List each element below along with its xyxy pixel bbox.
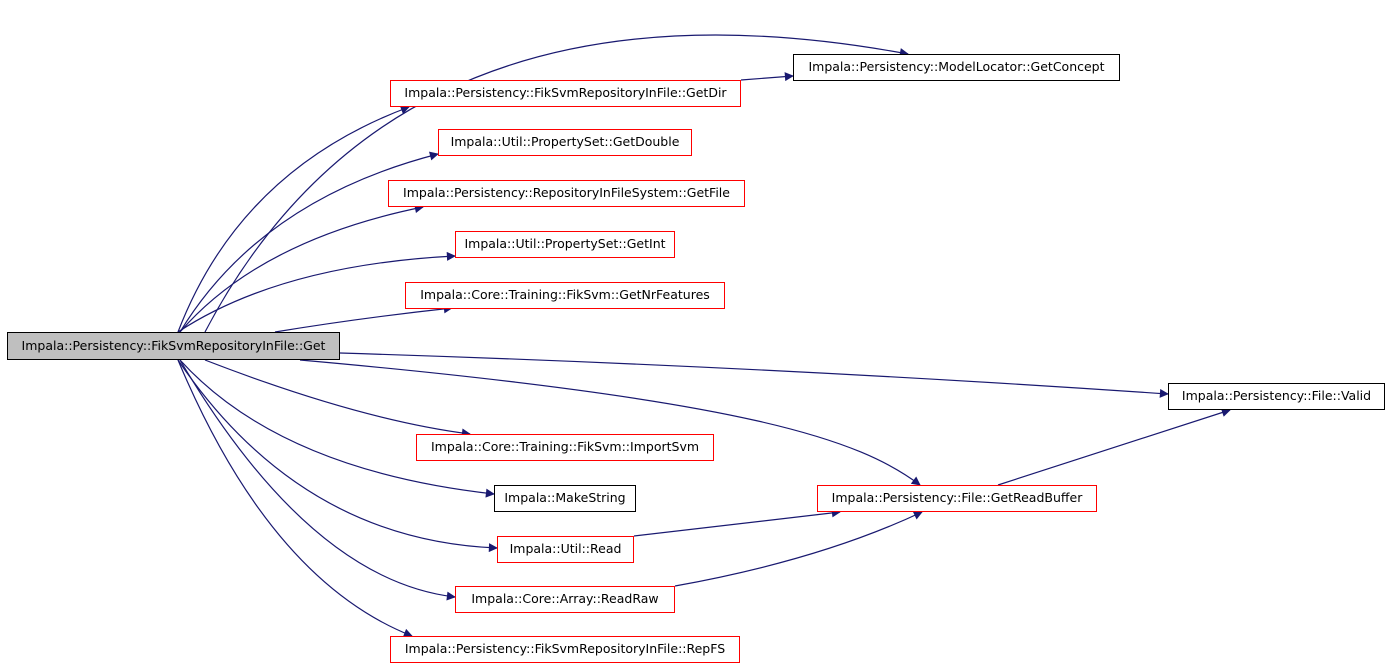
edge-read-to-getreadbuffer: [633, 508, 841, 537]
edge-root-to-getconcept: [204, 34, 909, 333]
edge-root-to-valid: [339, 352, 1169, 398]
node-modellocator-getconcept[interactable]: Impala::Persistency::ModelLocator::GetCo…: [793, 54, 1120, 81]
node-fiksvm-getnrfeatures[interactable]: Impala::Core::Training::FikSvm::GetNrFea…: [405, 282, 725, 309]
node-file-valid[interactable]: Impala::Persistency::File::Valid: [1168, 383, 1385, 410]
node-repositoryinfilesystem-getfile[interactable]: Impala::Persistency::RepositoryInFileSys…: [388, 180, 745, 207]
node-propertyset-getint[interactable]: Impala::Util::PropertySet::GetInt: [455, 231, 675, 258]
edge-root-to-read: [177, 359, 498, 553]
node-file-getreadbuffer[interactable]: Impala::Persistency::File::GetReadBuffer: [817, 485, 1097, 512]
edge-root-to-getfile: [179, 204, 424, 333]
edge-getdir-to-getconcept: [740, 72, 794, 82]
node-fiksvm-importsvm[interactable]: Impala::Core::Training::FikSvm::ImportSv…: [416, 434, 714, 461]
edge-getreadbuffer-to-valid: [997, 408, 1231, 486]
node-util-read[interactable]: Impala::Util::Read: [497, 536, 634, 563]
node-fiksvm-repository-get: Impala::Persistency::FikSvmRepositoryInF…: [7, 332, 340, 360]
edge-root-to-makestring: [179, 359, 495, 498]
edge-root-to-getreadbuffer: [299, 359, 921, 486]
node-makestring[interactable]: Impala::MakeString: [494, 485, 636, 512]
edge-root-to-getdouble: [179, 151, 439, 333]
edge-root-to-getnrfeatures: [274, 304, 453, 333]
node-fiksvm-repository-repfs[interactable]: Impala::Persistency::FikSvmRepositoryInF…: [390, 636, 740, 663]
edge-readraw-to-getreadbuffer: [674, 511, 923, 587]
node-propertyset-getdouble[interactable]: Impala::Util::PropertySet::GetDouble: [438, 129, 692, 156]
edge-root-to-importsvm: [204, 359, 471, 438]
edge-root-to-getint: [177, 251, 456, 333]
node-fiksvm-repository-getdir[interactable]: Impala::Persistency::FikSvmRepositoryInF…: [390, 80, 741, 107]
edge-root-to-getdir: [177, 105, 410, 333]
edge-root-to-readraw: [179, 359, 456, 601]
edge-root-to-repfs: [177, 359, 413, 638]
node-array-readraw[interactable]: Impala::Core::Array::ReadRaw: [455, 586, 675, 613]
